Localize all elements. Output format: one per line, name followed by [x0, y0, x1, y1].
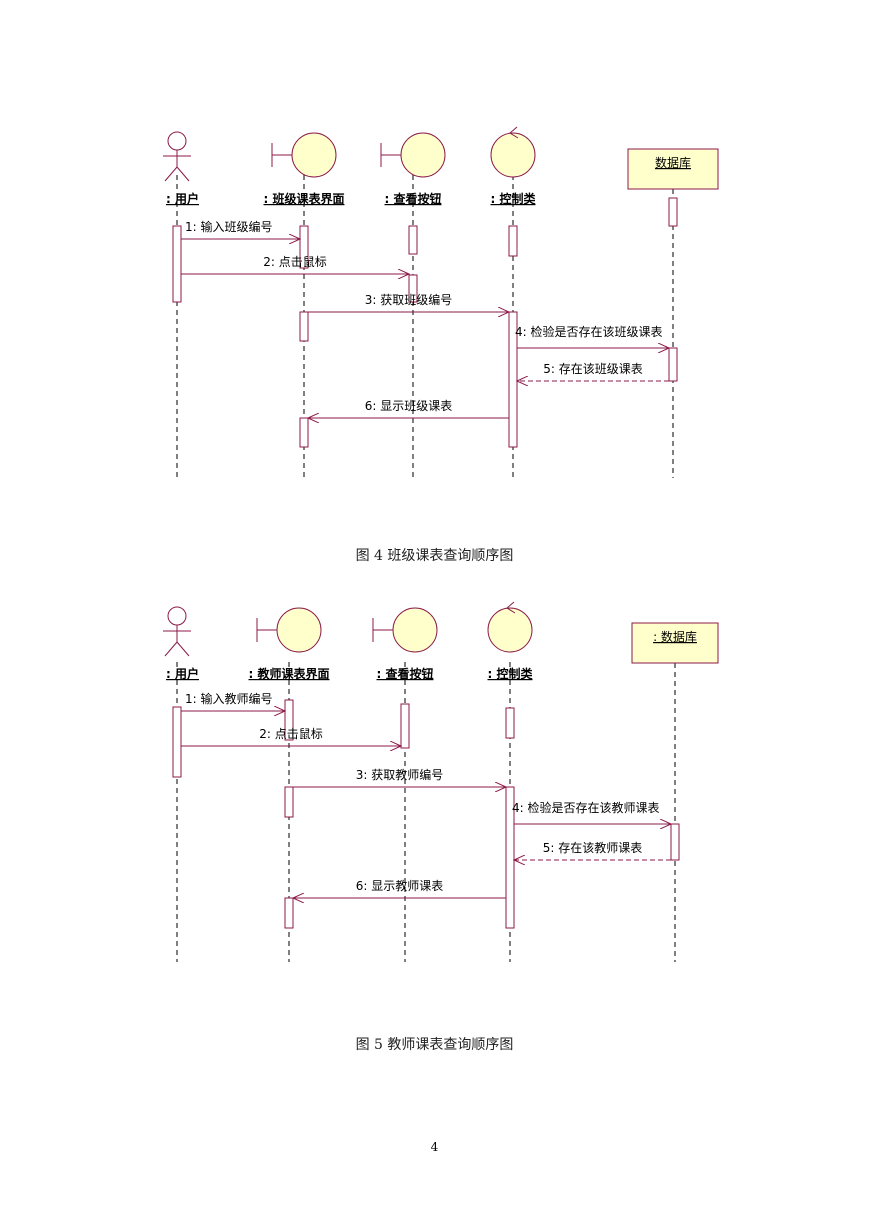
activation-bar [172, 225, 182, 303]
actor-icon [163, 606, 191, 657]
object-label: 数据库 [655, 155, 691, 170]
entity-icon [627, 148, 719, 190]
message-label: 6: 显示班级课表 [365, 399, 453, 413]
message-label: 5: 存在该教师课表 [543, 840, 643, 855]
object-label: : 查看按钮 [377, 666, 434, 681]
object-label: : 控制类 [491, 191, 537, 206]
activation-bar [408, 225, 418, 255]
boundary-icon [271, 132, 337, 178]
message-label: 3: 获取班级编号 [365, 292, 453, 307]
sequence-diagram-class-schedule: : 用户 : 班级课表界面 : 查看按钮 : 控制类 数据库 1: 输入班级编号 2: 点击… [163, 126, 719, 478]
object-label: : 数据库 [653, 629, 697, 644]
sequence-diagram-teacher-schedule: : 用户 : 教师课表界面 : 查看按钮 : 控制类 : 数据库 1: 输入教师编号 2: … [163, 601, 719, 962]
message-label: 4: 检验是否存在该班级课表 [515, 324, 663, 339]
control-icon [490, 126, 536, 178]
figure-4-caption: 图 4 班级课表查询顺序图 [355, 548, 514, 564]
control-icon [487, 601, 533, 653]
activation-bar [668, 197, 678, 227]
page-number: 4 [430, 1140, 439, 1154]
activation-bar [408, 274, 418, 303]
object-label: : 用户 [166, 191, 199, 206]
message-label: 3: 获取教师编号 [356, 767, 444, 782]
activation-bar [505, 707, 515, 739]
boundary-icon [380, 132, 446, 178]
message-label: 1: 输入班级编号 [185, 219, 273, 234]
activation-bar [299, 311, 309, 342]
activation-bar [400, 703, 410, 749]
object-label: : 班级课表界面 [264, 191, 345, 206]
activation-bar [284, 699, 294, 741]
entity-icon [631, 622, 719, 664]
object-label: : 查看按钮 [385, 191, 442, 206]
activation-bar [284, 897, 294, 929]
message-label: 6: 显示教师课表 [356, 878, 444, 893]
object-label: : 用户 [166, 666, 199, 681]
activation-bar [284, 786, 294, 818]
activation-bar [172, 706, 182, 778]
message-label: 2: 点击鼠标 [259, 727, 323, 741]
activation-bar [670, 823, 680, 861]
activation-bar [299, 225, 309, 269]
boundary-icon [372, 607, 438, 653]
object-label: : 教师课表界面 [249, 666, 330, 681]
activation-bar [668, 347, 678, 382]
boundary-icon [256, 607, 322, 653]
activation-bar [508, 225, 518, 257]
message-label: 5: 存在该班级课表 [543, 362, 643, 376]
message-label: 2: 点击鼠标 [263, 255, 327, 269]
message-label: 1: 输入教师编号 [185, 691, 273, 706]
figure-5-caption: 图 5 教师课表查询顺序图 [355, 1037, 514, 1053]
activation-bar [299, 417, 309, 448]
actor-icon [163, 131, 191, 182]
object-label: : 控制类 [488, 666, 534, 681]
message-label: 4: 检验是否存在该教师课表 [512, 800, 660, 815]
